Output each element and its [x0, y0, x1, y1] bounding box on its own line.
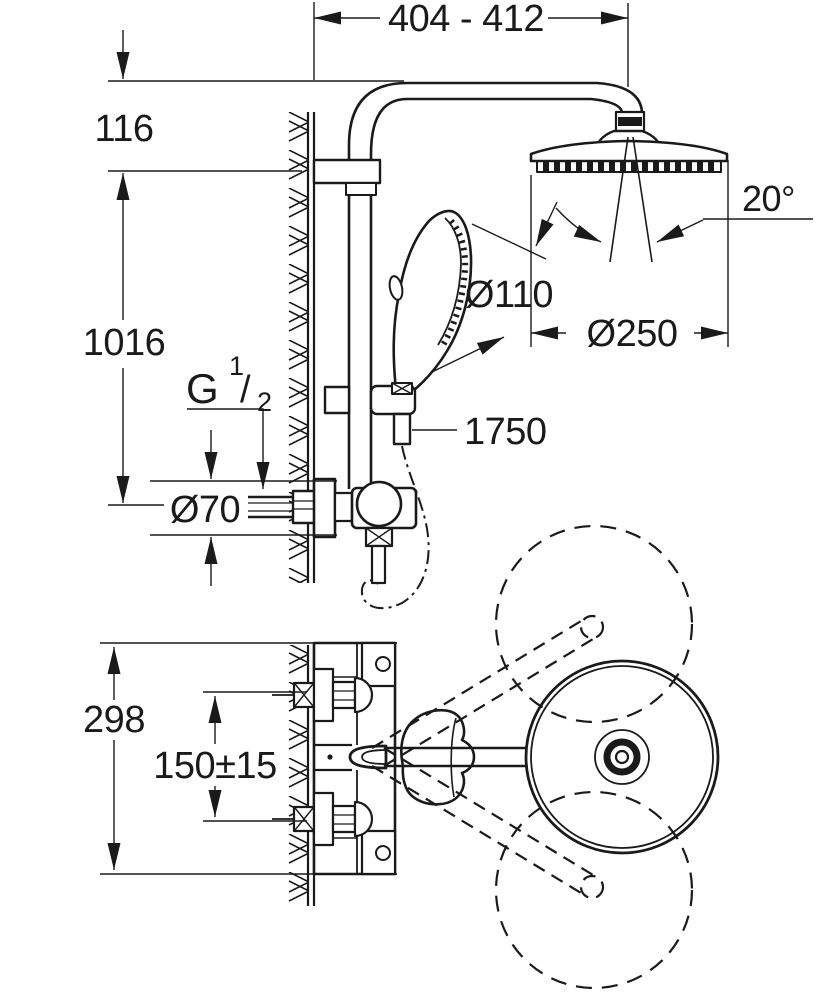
- hand-shower-plan-face: [450, 717, 457, 798]
- mixer-adapter: [333, 491, 354, 523]
- plan-view: [272, 524, 720, 990]
- spray-axis-lines: [609, 136, 653, 263]
- dim-top-width: 404 - 412: [313, 0, 629, 87]
- plate-center-mark: [327, 754, 333, 760]
- wall-hatch-lower: [288, 645, 308, 906]
- hose-connector: [392, 412, 412, 446]
- shower-hose: [360, 445, 430, 610]
- dim-rail-height: 1016: [83, 173, 166, 506]
- dim-swivel-angle-label: 20°: [742, 178, 795, 219]
- dim-top-width-label: 404 - 412: [388, 0, 544, 40]
- dim-thread-slash: /: [240, 369, 251, 411]
- dim-thread: G 1 / 2: [186, 351, 272, 489]
- dim-hose-length-label: 1750: [464, 411, 547, 453]
- head-shower-plan-boss: [594, 729, 650, 785]
- dim-head-offset-label: 116: [94, 108, 153, 150]
- dim-hand-shower-label: Ø110: [465, 274, 553, 316]
- screw-hole-bottom: [375, 845, 391, 861]
- hand-shower-face-edge: [437, 217, 462, 346]
- outlet-nut-knurl: [365, 527, 393, 547]
- hand-shower-face-nozzles: [440, 218, 469, 347]
- swivel-range: [371, 524, 694, 990]
- dim-escutcheon-label: Ø70: [170, 489, 240, 531]
- plate-slot: [314, 743, 352, 772]
- dim-rail-height-label: 1016: [83, 322, 166, 364]
- supply-pipe-detail: [248, 502, 293, 512]
- shower-arm-inner: [369, 97, 624, 489]
- mixer-knob: [355, 480, 403, 528]
- dim-hose-length: 1750: [412, 411, 547, 453]
- arm-pivot-cap-inner: [361, 749, 387, 765]
- head-shower-disc: [529, 139, 729, 163]
- supply-nut: [291, 489, 317, 525]
- dim-escutcheon: Ø70: [150, 430, 337, 586]
- escutcheon-flange: [312, 477, 337, 539]
- holder-wall-block: [323, 385, 351, 415]
- head-shower-plan-center: [614, 749, 630, 765]
- dimensions: 404 - 412 116 1016 G 1 / 2: [83, 0, 813, 875]
- dim-thread-g: G: [186, 365, 218, 412]
- dim-thread-denominator: 2: [257, 387, 272, 417]
- head-shower-plan-joint: [603, 738, 641, 776]
- dim-head-shower: Ø250: [530, 160, 729, 355]
- swivel-circle-down: [494, 790, 694, 990]
- supply-pipe: [248, 495, 293, 519]
- holder-knurl-hatch: [391, 382, 413, 395]
- shower-arm-outer: [347, 81, 644, 489]
- dim-thread-numerator: 1: [229, 351, 244, 381]
- hand-shower-button: [388, 275, 404, 301]
- screw-hole-top: [375, 656, 391, 672]
- supply-connection-bottom: [272, 791, 374, 847]
- dim-plate-height: 298: [83, 642, 397, 875]
- dim-plate-height-label: 298: [83, 699, 145, 741]
- dim-inlet-spacing: 150±15: [153, 691, 307, 822]
- outlet-spout: [370, 544, 387, 585]
- side-view: [248, 81, 729, 610]
- dim-swivel-angle: 20°: [555, 178, 813, 243]
- hand-shower-plan: [400, 708, 476, 806]
- wall-bracket-collar: [345, 182, 377, 196]
- head-shower-plan-rim: [530, 665, 714, 849]
- head-shower-rim: [536, 161, 722, 173]
- dim-head-offset: 116: [94, 30, 404, 172]
- supply-nut-flats: [293, 500, 315, 510]
- dim-hand-shower: Ø110: [431, 201, 558, 373]
- head-shower-joint-band: [618, 117, 642, 126]
- dim-inlet-spacing-label: 150±15: [153, 745, 277, 787]
- swivel-circle-up: [494, 524, 694, 724]
- wall-hatch-upper: [288, 112, 308, 583]
- wall-bracket: [312, 158, 382, 185]
- supply-connection-top: [272, 667, 374, 723]
- dim-head-shower-label: Ø250: [587, 313, 678, 355]
